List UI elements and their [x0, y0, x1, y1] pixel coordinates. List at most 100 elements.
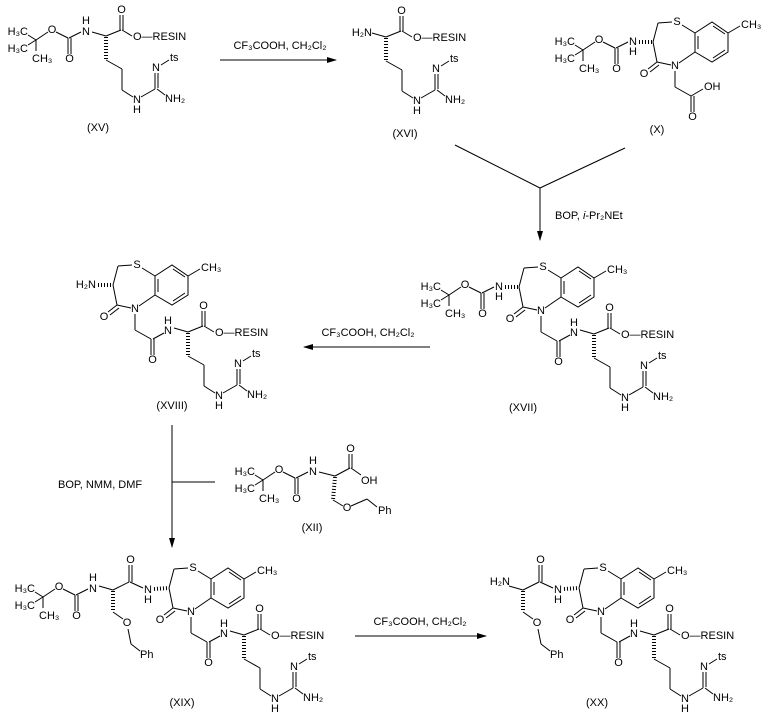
resin-label: O—RESIN	[413, 32, 466, 44]
compound-XIX: H₃C H₃C CH₃ O O N H O N H O Ph S CH₃ O N…	[15, 554, 325, 715]
tosyl-label: ts	[308, 651, 317, 663]
atom-ch3: CH₃	[667, 565, 687, 577]
atom-h: H	[271, 703, 279, 715]
bond	[243, 658, 261, 669]
bond	[228, 571, 242, 581]
bond	[172, 292, 186, 302]
bond	[153, 586, 170, 591]
bond	[163, 607, 174, 616]
atom-ch3: CH₃	[39, 610, 59, 622]
atom-o: O	[65, 53, 74, 65]
atom-h: H	[309, 455, 317, 467]
atom-n: N	[640, 360, 648, 372]
compound-label: (XVIII)	[156, 400, 187, 412]
bond	[298, 658, 308, 665]
atom-o: O	[614, 657, 623, 669]
bond	[604, 597, 622, 610]
atom-h2n: H₂N	[76, 279, 96, 291]
bond	[294, 687, 304, 695]
atom-s: S	[673, 16, 680, 28]
bond	[105, 59, 123, 70]
benzene-ring	[154, 264, 189, 306]
atom-ch3: CH₃	[32, 53, 52, 65]
bond	[173, 567, 189, 570]
bond	[657, 21, 673, 24]
bond	[121, 89, 134, 98]
reaction-arrow-deprotection-1: CF₃COOH, CH₂Cl₂	[220, 40, 337, 63]
reaction-arrow-coupling-1: BOP, i-Pr₂NEt	[454, 144, 626, 241]
glycyl-arginine-arm: O N H O O—RESIN N H N ts NH₂	[190, 603, 324, 715]
bond	[518, 286, 524, 308]
atom-h3c: H₃C	[8, 43, 28, 55]
bond	[578, 270, 592, 280]
reagent-label-part: BOP,	[555, 210, 583, 222]
compound-XVII: H₃C H₃C CH₃ O O N H S CH₃ O N O N H O O—…	[421, 261, 675, 414]
compound-label: (X)	[650, 124, 665, 136]
bond	[130, 643, 141, 652]
atom-n: N	[671, 60, 679, 72]
tosyl-label: ts	[718, 651, 727, 663]
atom-o: O	[397, 5, 406, 17]
bond	[75, 588, 89, 596]
atom-n: N	[495, 281, 503, 293]
atom-n: N	[131, 303, 139, 315]
benzene-ring	[210, 567, 245, 609]
bond	[259, 628, 271, 636]
bond	[593, 357, 611, 368]
compound-XVI: H₂N O O—RESIN N H N ts NH₂ (XVI)	[352, 5, 466, 140]
bond	[727, 25, 741, 34]
atom-n: N	[309, 466, 317, 478]
arginine-resin: O O—RESIN N H N ts NH₂	[579, 302, 674, 414]
bond	[602, 41, 616, 49]
atom-h3c: H₃C	[8, 26, 28, 38]
bond	[140, 88, 156, 98]
bond	[669, 688, 682, 697]
serine-amide-link: O N H	[98, 554, 170, 606]
bond	[563, 586, 580, 591]
bond	[385, 60, 403, 71]
atom-s: S	[189, 562, 196, 574]
bond	[708, 658, 718, 665]
atom-o: O	[156, 614, 165, 626]
bond	[229, 630, 245, 636]
bond	[350, 498, 368, 507]
bond	[574, 44, 584, 51]
atom-h: H	[164, 315, 172, 327]
bond	[295, 471, 309, 479]
atom-h: H	[629, 46, 637, 58]
bond	[117, 264, 133, 267]
bond	[278, 687, 294, 697]
bond	[638, 595, 652, 605]
bond	[371, 32, 387, 38]
benzothiazepinone-core: S CH₃ O N	[566, 562, 688, 626]
bond	[121, 29, 133, 37]
atom-h: H	[495, 291, 503, 303]
bond	[105, 29, 122, 37]
bond	[578, 294, 592, 304]
bond	[34, 596, 44, 603]
bond	[638, 571, 652, 581]
bond	[187, 268, 201, 277]
bond	[481, 286, 495, 294]
atom-h: H	[215, 400, 223, 412]
bond	[583, 567, 599, 570]
atom-h: H	[621, 402, 629, 414]
benzene-ring	[560, 266, 595, 308]
atom-nh2: NH₂	[165, 93, 185, 105]
arginine-resin: O O—RESIN N H N ts NH₂	[173, 300, 268, 412]
compound-XII: H₃C H₃C CH₃ O O N H O OH O Ph (XII)	[235, 443, 392, 534]
bond	[254, 479, 264, 486]
bond	[243, 628, 260, 636]
atom-o: O	[48, 24, 57, 36]
reaction-arrow-deprotection-3: CF₃COOH, CH₂Cl₂	[355, 616, 487, 639]
compound-label: (XII)	[302, 522, 323, 534]
atom-h: H	[681, 703, 689, 715]
bond	[134, 329, 152, 340]
atom-o: O	[117, 4, 126, 16]
bond	[669, 628, 681, 636]
bond	[712, 25, 726, 35]
reagent-label: CF₃COOH, CH₂Cl₂	[321, 327, 414, 339]
bond	[647, 61, 658, 70]
compound-label: (XX)	[586, 697, 608, 709]
atom-n: N	[133, 94, 141, 106]
